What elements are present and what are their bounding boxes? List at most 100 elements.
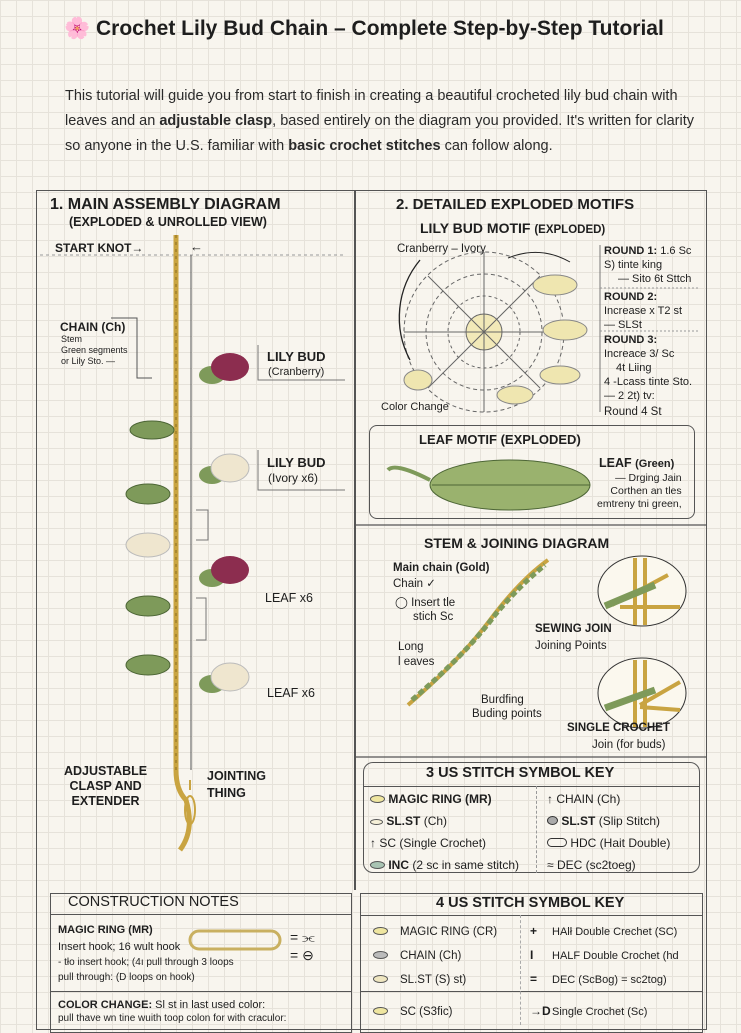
stitch-key-item: →DSingle Crochet (Sc) <box>530 1004 647 1018</box>
panel-divider <box>354 190 356 890</box>
main-chain-label: Main chain (Gold) <box>393 562 490 574</box>
symbol-icon: = <box>530 972 538 986</box>
key-text: HALF Double Crochet (hd <box>552 950 679 962</box>
key-text: CHAIN (Ch) <box>400 950 462 962</box>
oval-icon <box>373 927 388 935</box>
key-text: (Ch) <box>420 814 448 828</box>
gold-chain <box>173 235 192 852</box>
stitch-key-item: HDC (Hait Double) <box>547 836 670 850</box>
chain-desc-line: Green segments <box>61 345 128 355</box>
bud1-sub: (Cranberry) <box>268 366 325 378</box>
key-text: (Slip Stitch) <box>595 814 661 828</box>
bud1-label: LILY BUD <box>267 349 326 364</box>
mr-desc: Insert hook; 16 wult hook- tło insert ho… <box>58 940 234 985</box>
lily-motif-title: LILY BUD MOTIF (EXPLODED) <box>420 220 605 236</box>
mr-line: Insert hook; 16 wult hook <box>58 941 181 953</box>
chain-label: CHAIN (Ch) <box>60 320 126 334</box>
stitch-key-item: SL.ST (S) st) <box>373 972 466 986</box>
key-text: SC (Single Crochet) <box>379 836 487 850</box>
chain-desc-line: or Lily Sto. — <box>61 356 116 366</box>
key-text: SC (S3fic) <box>400 1006 453 1018</box>
key-text: DEC (sc2toeg) <box>556 858 636 872</box>
round-title: ROUND 2: <box>604 291 658 303</box>
stitch-key-item: ≈ DEC (sc2toeg) <box>547 858 636 872</box>
lily-sub-text: (EXPLODED) <box>534 224 606 236</box>
stitch-key-item: INC (2 sc in same stitch) <box>370 858 519 872</box>
round-line: Round 4 St <box>604 406 662 418</box>
assembly-title: 1. MAIN ASSEMBLY DIAGRAM <box>50 196 281 213</box>
stitch-key-3 <box>363 762 700 873</box>
divider <box>520 915 521 1025</box>
leaf-desc-line: emtreny tni green, <box>597 498 682 510</box>
chain-desc-line: Stem <box>61 334 83 344</box>
mr-line: pull through: (D loops on hook) <box>58 972 195 983</box>
leaf2-label: LEAF x6 <box>267 686 315 700</box>
insert-line: ◯ Insert tle <box>395 597 456 609</box>
oval-teal-icon <box>370 858 385 872</box>
cc-line: pull thave wn tine wuith toop colon for … <box>58 1013 287 1024</box>
stitch-symbols-icon: = ⫘= ⊖ <box>290 929 315 963</box>
intro-bold: basic crochet stitches <box>288 138 441 154</box>
single-crochet-sub: Join (for buds) <box>592 739 666 751</box>
divider <box>50 991 352 993</box>
clasp-line: CLASP AND <box>69 779 142 793</box>
round-2: ROUND 2:Increase x T2 st— SLSt <box>604 290 682 332</box>
dot-gray-icon <box>547 814 558 828</box>
divider <box>536 786 537 873</box>
symbol-icon: →D <box>530 1004 551 1018</box>
leaf-label-text: LEAF <box>599 456 632 470</box>
symbol-icon: I <box>530 948 534 962</box>
key-text: MAGIC RING (CR) <box>400 926 498 938</box>
page-title: 🌸 Crochet Lily Bud Chain – Complete Step… <box>64 14 664 44</box>
stitch-key-item: ↑ SC (Single Crochet) <box>370 836 486 850</box>
bud-icon <box>125 353 250 693</box>
key-text: HAlł Double Crechet (SC) <box>552 926 678 938</box>
lily-title-text: LILY BUD MOTIF <box>420 220 531 236</box>
leaf-icon <box>125 420 175 676</box>
motifs-title: 2. DETAILED EXPLODED MOTIFS <box>396 196 635 213</box>
oval-icon <box>373 1007 388 1015</box>
stitch-key-item: SL.ST (Slip Stitch) <box>547 814 660 828</box>
budding-line: Buding points <box>472 708 542 720</box>
key-bold: SL.ST <box>561 814 596 828</box>
magic-ring-chain-icon <box>188 929 282 951</box>
start-knot-label: START KNOT→ <box>55 241 144 255</box>
bud2-label: LILY BUD <box>267 455 326 470</box>
round-line: — 2 2t) tv: <box>604 390 655 402</box>
round-title: ROUND 3: <box>604 334 658 346</box>
color-change-note: COLOR CHANGE: Sl st in last used color:p… <box>58 998 286 1026</box>
stem-join-illustration <box>406 555 687 729</box>
stitch-key-item: CHAIN (Ch) <box>373 948 461 962</box>
clasp-line: ADJUSTABLE <box>64 764 148 778</box>
symbol-icon: + <box>530 924 538 938</box>
key3-title: 3 US STITCH SYMBOL KEY <box>426 765 615 781</box>
divider <box>360 991 703 993</box>
key-text: DEC (ScBog) = sc2tog) <box>552 974 667 986</box>
single-crochet-label: SINGLE CROCHET <box>567 722 670 734</box>
oval-outline-icon <box>547 836 567 850</box>
sewing-join-label: SEWING JOIN <box>535 623 612 635</box>
stitch-key-item: SC (S3fic) <box>373 1004 452 1018</box>
leaf-desc-line: Corthen an tles <box>610 485 682 497</box>
leaf-motif-box <box>369 425 695 519</box>
arrow-left-icon: ← <box>190 239 203 254</box>
round-line: S) tinte king <box>604 259 663 271</box>
key-text: Single Crochet (Sc) <box>552 1006 648 1018</box>
mr-title: MAGIC RING (MR) <box>58 924 153 936</box>
intro-text: This tutorial will guide you from start … <box>65 88 678 129</box>
round-line: 4 -Lcass tinte Sto. <box>604 376 693 388</box>
intro-bold: adjustable clasp <box>159 113 273 129</box>
stitch-key-item: MAGIC RING (CR) <box>373 924 497 938</box>
oval-yellow-icon <box>370 792 385 806</box>
stitch-key-item: + HAlł Double Crechet (SC) <box>530 924 677 938</box>
intro-text: can follow along. <box>440 138 553 154</box>
leaf-label: LEAF (Green) <box>599 456 674 470</box>
key4-title: 4 US STITCH SYMBOL KEY <box>436 895 625 911</box>
